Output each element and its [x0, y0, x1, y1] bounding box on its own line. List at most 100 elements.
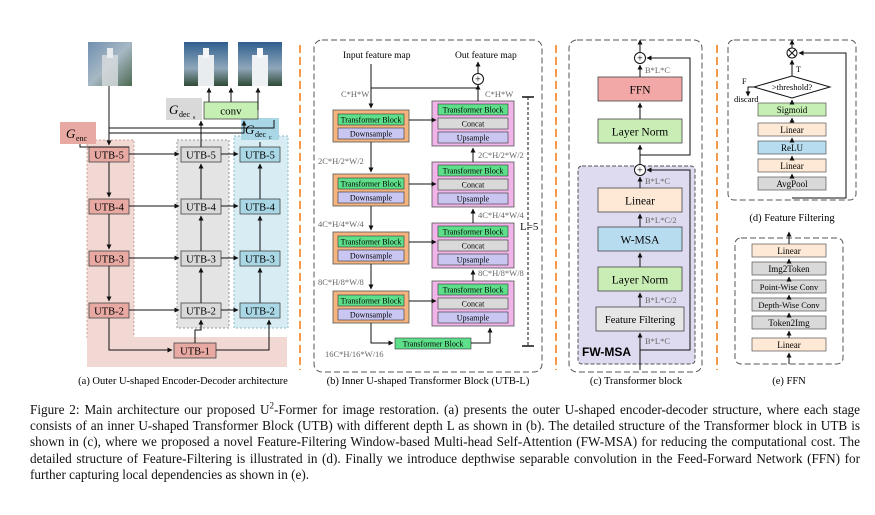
ds-3: Downsample — [350, 252, 393, 261]
svg-text:+: + — [475, 75, 481, 86]
output-image-s — [184, 42, 228, 86]
tb-enc-2: Transformer Block — [341, 180, 402, 189]
panel-c-dims: B*L*C B*L*C B*L*C/2 B*L*C/2 B*L*C — [645, 65, 677, 346]
dec-s-utb-4: UTB-4 — [186, 203, 216, 214]
feature-filtering-block — [595, 306, 685, 332]
g-dec-c-sub: dec — [255, 130, 267, 139]
g-dec-c-label: G — [245, 122, 255, 137]
tb-enc-3: Transformer Block — [341, 238, 402, 247]
decoder-s-blocks: UTB-5 UTB-4 UTB-3 UTB-2 — [180, 146, 222, 319]
sigmoid-label: Sigmoid — [777, 105, 808, 115]
panel-c-caption: (c) Transformer block — [590, 376, 683, 387]
g-dec-s-sub: dec — [179, 110, 191, 119]
true-label: T — [796, 65, 801, 74]
dec-c-utb-2: UTB-2 — [245, 307, 275, 318]
g-dec-s-sub2: s — [193, 115, 196, 121]
enc-utb-5: UTB-5 — [94, 151, 124, 162]
ds-4: Downsample — [350, 311, 393, 320]
w-msa-label: W-MSA — [621, 235, 661, 247]
ffn-linear-top-label: Linear — [777, 246, 800, 256]
dim-c-3: B*L*C/2 — [645, 215, 677, 225]
g-enc-label: G — [66, 126, 76, 141]
panel-a-arrows — [79, 86, 275, 353]
output-image-c — [238, 42, 282, 86]
dec-c-utb-4: UTB-4 — [245, 203, 275, 214]
input-feature-label: Input feature map — [343, 50, 411, 61]
tb-enc-4: Transformer Block — [341, 297, 402, 306]
enc-utb-4: UTB-4 — [94, 203, 124, 214]
dec-s-utb-5: UTB-5 — [186, 151, 216, 162]
enc-utb-2: UTB-2 — [94, 307, 124, 318]
dim-left-4: 8C*H/8*W/8 — [318, 277, 364, 287]
feature-filtering-label: Feature Filtering — [605, 315, 676, 326]
panel-e-caption: (e) FFN — [772, 376, 806, 387]
token2img-label: Token2Img — [768, 318, 810, 328]
layer-norm-top-label: Layer Norm — [612, 127, 669, 139]
svg-text:+: + — [637, 166, 643, 177]
ffn-linear-bottom-label: Linear — [777, 340, 800, 350]
dec-c-utb-3: UTB-3 — [245, 255, 275, 266]
enc-utb-3: UTB-3 — [94, 255, 124, 266]
avgpool-label: AvgPool — [776, 179, 808, 189]
decoder-c-blocks: UTB-5 UTB-4 UTB-3 UTB-2 — [239, 146, 281, 319]
dim-bottom: 16C*H/16*W/16 — [325, 349, 384, 359]
w-msa-block — [597, 226, 683, 252]
us-3: Upsample — [457, 256, 490, 265]
panel-c-frame — [568, 39, 703, 373]
layer-norm-bottom-label: Layer Norm — [612, 275, 669, 287]
conv-label: conv — [220, 106, 242, 118]
panel-c: FFN Layer Norm Linear W-MSA Layer Norm F… — [568, 39, 703, 373]
tb-enc-1: Transformer Block — [341, 116, 402, 125]
input-image — [88, 42, 132, 86]
dim-c-1: B*L*C — [645, 65, 670, 75]
bottom-transformer-label: Transformer Block — [403, 340, 464, 349]
false-label: F — [742, 77, 747, 86]
decoder-s-region — [176, 139, 230, 329]
depthwise-conv-label: Depth-Wise Conv — [758, 300, 820, 310]
encoder-blocks: UTB-5 UTB-4 UTB-3 UTB-2 — [88, 146, 130, 319]
linear-label: Linear — [625, 196, 655, 208]
dim-c-4: B*L*C/2 — [645, 295, 677, 305]
concat-1: Concat — [462, 120, 485, 129]
pointwise-conv-label: Point-Wise Conv — [760, 282, 819, 292]
g-dec-s-label: G — [169, 102, 179, 117]
us-4: Upsample — [457, 314, 490, 323]
panel-e: Linear Img2Token Point-Wise Conv Depth-W… — [734, 231, 844, 365]
discard-label: discard — [734, 94, 759, 104]
ds-1: Downsample — [350, 130, 393, 139]
svg-text:+: + — [637, 54, 643, 65]
relu-label: ReLU — [781, 143, 803, 153]
caption-part1: Figure 2: Main architecture our proposed… — [30, 402, 270, 417]
us-1: Upsample — [457, 134, 490, 143]
architecture-figure: G enc G dec s G dec c conv UTB-5 UTB-4 U… — [60, 39, 857, 387]
ffn-label: FFN — [629, 85, 651, 97]
us-2: Upsample — [457, 195, 490, 204]
dim-left-3: 4C*H/4*W/4 — [318, 219, 365, 229]
utb-1-label: UTB-1 — [180, 347, 210, 358]
tb-dec-2: Transformer Block — [443, 167, 504, 176]
threshold-label: >threshold? — [772, 82, 812, 92]
g-dec-c-sub2: c — [269, 135, 272, 141]
concat-4: Concat — [462, 300, 485, 309]
panel-d: >threshold? T F discard Sigmoid Linear R… — [727, 39, 857, 201]
dec-s-utb-3: UTB-3 — [186, 255, 216, 266]
threshold-diamond — [752, 75, 832, 99]
dec-s-utb-2: UTB-2 — [186, 307, 216, 318]
concat-2: Concat — [462, 181, 485, 190]
g-dec-s-block: G dec s — [166, 98, 202, 121]
panel-b-arrows — [368, 61, 534, 347]
panel-a-caption: (a) Outer U-shaped Encoder-Decoder archi… — [78, 376, 288, 387]
linear-d2-label: Linear — [780, 161, 803, 171]
g-dec-c-block: G dec c — [241, 118, 279, 141]
panel-b: Input feature map Out feature map + Tran… — [313, 39, 543, 373]
add-icon-c-mid — [634, 164, 646, 176]
ds-2: Downsample — [350, 194, 393, 203]
linear-block — [597, 187, 683, 213]
inner-decoder: Transformer Block Concat Upsample Transf… — [431, 100, 515, 327]
panel-b-caption: (b) Inner U-shaped Transformer Block (UT… — [327, 376, 530, 387]
linear-d1-label: Linear — [780, 125, 803, 135]
tb-dec-4: Transformer Block — [443, 286, 504, 295]
panel-c-arrows — [637, 39, 691, 370]
caption-superscript: 2 — [269, 400, 274, 411]
dec-c-utb-5: UTB-5 — [245, 151, 275, 162]
